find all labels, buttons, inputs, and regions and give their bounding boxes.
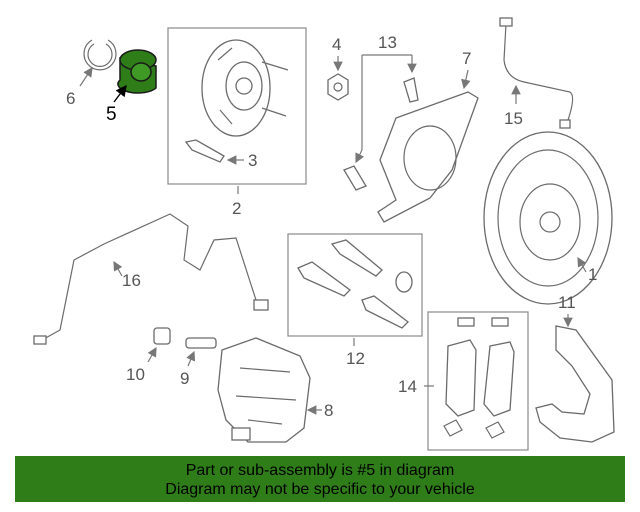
hub-nut-part-4[interactable] (327, 73, 349, 101)
brake-pads-part-14[interactable] (427, 311, 529, 451)
guide-pin-part-9[interactable] (185, 337, 217, 349)
callout-9: 9 (180, 369, 189, 388)
callout-4: 4 (332, 35, 341, 54)
snap-ring-part-6[interactable] (83, 39, 117, 71)
caliper-bracket-part-11[interactable] (535, 325, 615, 443)
pin-boot-part-10[interactable] (153, 327, 171, 345)
banner-line-2: Diagram may not be specific to your vehi… (165, 481, 475, 498)
callout-1: 1 (588, 265, 597, 284)
callout-13: 13 (378, 33, 397, 52)
callout-12: 12 (346, 349, 365, 368)
callout-16: 16 (122, 271, 141, 290)
banner-line-1: Part or sub-assembly is #5 in diagram (185, 462, 455, 479)
parts-diagram: 6 5 3 2 4 13 7 (33, 17, 615, 451)
brake-hose-part-15[interactable] (499, 17, 574, 129)
callout-3: 3 (248, 151, 257, 170)
callout-6: 6 (66, 89, 75, 108)
abs-sensor-part-16[interactable] (33, 213, 269, 345)
callout-11: 11 (558, 293, 576, 312)
callout-2: 2 (232, 199, 241, 218)
callout-5: 5 (106, 104, 117, 125)
callout-7: 7 (462, 49, 471, 68)
caliper-pins-part-12[interactable] (287, 233, 423, 337)
dust-shield-part-7[interactable] (377, 91, 479, 223)
brake-caliper-part-8[interactable] (217, 337, 311, 443)
info-banner: Part or sub-assembly is #5 in diagram Di… (15, 456, 625, 502)
shield-bolts-part-13[interactable] (343, 77, 419, 191)
callout-10: 10 (126, 365, 145, 384)
callout-8: 8 (324, 401, 333, 420)
wheel-bearing-part-5[interactable] (117, 49, 157, 94)
callout-14: 14 (398, 377, 417, 396)
hub-assembly-part-2[interactable] (167, 27, 307, 185)
callout-15: 15 (504, 109, 523, 128)
